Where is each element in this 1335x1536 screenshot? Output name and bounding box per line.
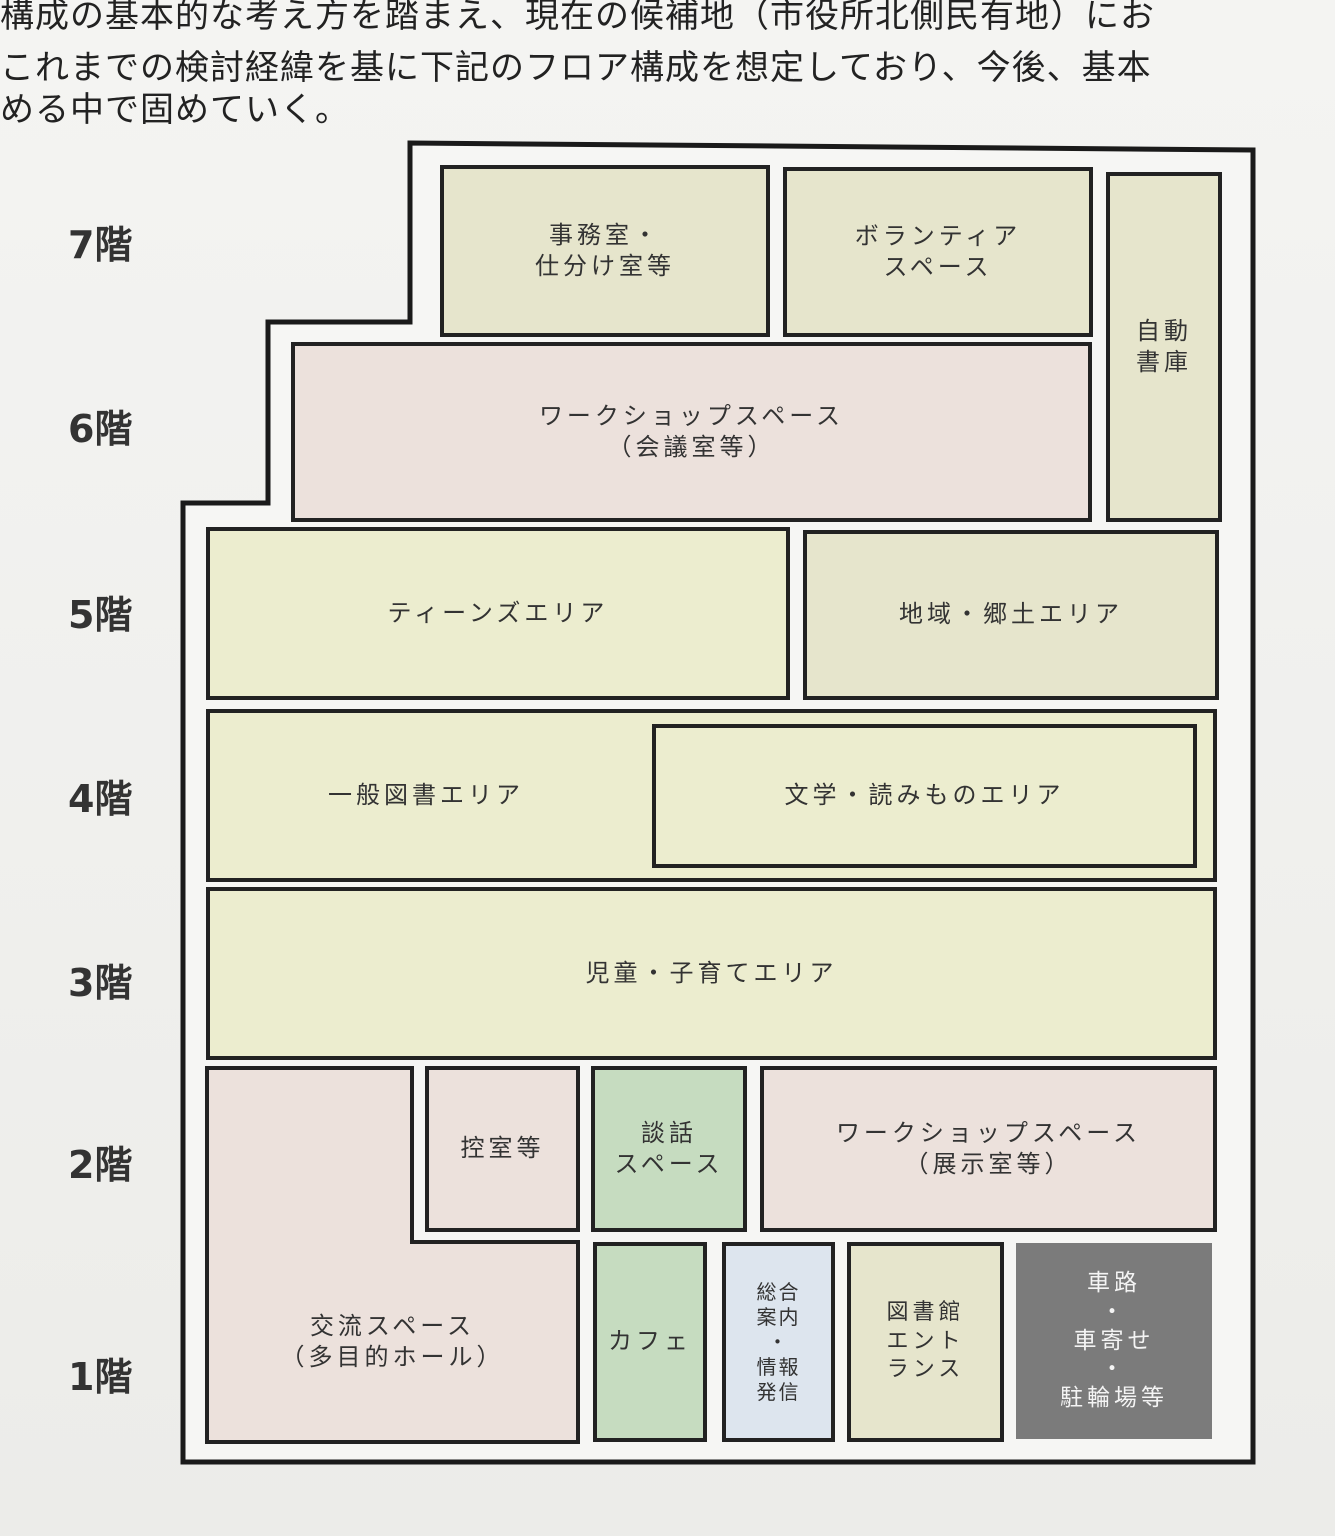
room-entrance: 図書館 エント ランス <box>847 1242 1004 1442</box>
room-local: 地域・郷土エリア <box>803 530 1219 700</box>
room-auto-stack: 自動 書庫 <box>1106 172 1222 522</box>
floor-label-5: 5階 <box>68 593 133 637</box>
room-workshop-2f: ワークショップスペース （展示室等） <box>760 1066 1217 1232</box>
room-teens: ティーンズエリア <box>206 527 790 700</box>
floor-label-1: 1階 <box>68 1355 133 1399</box>
paragraph-line-2: これまでの検討経緯を基に下記のフロア構成を想定しており、今後、基本 <box>0 48 1152 88</box>
room-info: 総合 案内 ・ 情報 発信 <box>722 1242 835 1442</box>
room-waiting: 控室等 <box>425 1066 580 1232</box>
room-office: 事務室・ 仕分け室等 <box>440 165 770 337</box>
room-exchange: 交流スペース （多目的ホール） <box>280 1311 505 1371</box>
room-children: 児童・子育てエリア <box>206 887 1217 1060</box>
room-workshop-6f: ワークショップスペース （会議室等） <box>291 342 1092 522</box>
floor-label-2: 2階 <box>68 1143 133 1187</box>
paragraph-line-3: める中で固めていく。 <box>0 90 350 130</box>
room-exchange-shape <box>205 1066 580 1444</box>
floor-label-7: 7階 <box>68 223 133 267</box>
room-volunteer: ボランティア スペース <box>783 167 1093 337</box>
room-lounge: 談話 スペース <box>591 1066 747 1232</box>
floor-label-4: 4階 <box>68 777 133 821</box>
room-literature: 文学・読みものエリア <box>652 724 1197 868</box>
floor-label-3: 3階 <box>68 961 133 1005</box>
room-general-label: 一般図書エリア <box>328 780 524 809</box>
paragraph-line-1: 構成の基本的な考え方を踏まえ、現在の候補地（市役所北側民有地）にお <box>0 0 1155 36</box>
room-driveway: 車路 ・ 車寄せ ・ 駐輪場等 <box>1016 1243 1212 1439</box>
room-cafe: カフェ <box>593 1242 707 1442</box>
floor-label-6: 6階 <box>68 407 133 451</box>
